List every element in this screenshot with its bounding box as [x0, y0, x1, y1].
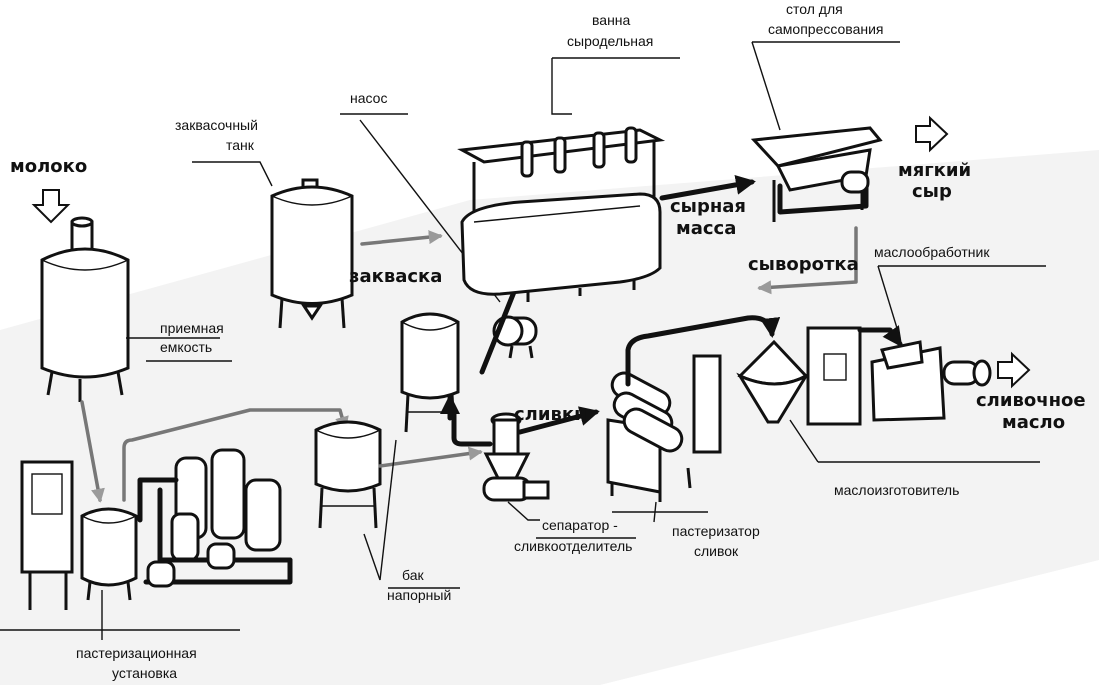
cream-flow-arrow [517, 406, 600, 435]
butter-to-worker-pipe [857, 325, 903, 348]
self-press-table-label: стол для самопрессования [768, 1, 884, 37]
receiving-tank [40, 216, 130, 402]
soft-cheese-label: мягкий сыр [898, 160, 977, 202]
starter-tank-label: заквасочный танк [175, 117, 262, 153]
starter-flow-arrow [360, 230, 443, 246]
cheese-vat-label: ванна сыродельная [567, 12, 653, 49]
milk-to-head-tank-pipe [122, 408, 349, 502]
cream-pasteurizer [606, 371, 692, 502]
receiving-tank-label: приемная емкость [160, 320, 228, 355]
whey-label: сыворотка [748, 254, 859, 275]
butter-maker [692, 339, 811, 454]
pasteurization-unit [20, 448, 293, 610]
butter-worker [870, 340, 992, 422]
butter-label: сливочное масло [976, 390, 1092, 433]
outline-arrow-right-icon [997, 351, 1031, 389]
separator [482, 412, 550, 502]
outline-arrow-right-icon [915, 115, 949, 153]
head-tank-upper [400, 312, 460, 433]
cheese-mass-arrow [659, 174, 756, 201]
separator-label: сепаратор - сливкоотделитель [514, 517, 632, 554]
head-tank-label: бак напорный [387, 567, 451, 603]
pasteurization-unit-label: пастеризационная установка [76, 645, 201, 681]
cream-pasteurizer-label: пастеризатор сливок [672, 523, 764, 559]
butter-control-cabinet [806, 326, 862, 426]
milk-flow-arrow [80, 400, 105, 503]
cheese-vat [457, 126, 666, 302]
self-press-table [750, 126, 883, 222]
cream-label: сливки [514, 404, 587, 425]
head-tank-to-separator-pipe [378, 446, 483, 468]
pump-label: насос [350, 90, 387, 106]
cream-to-butter-maker-pipe [625, 315, 781, 387]
butter-worker-label: маслообработник [874, 244, 990, 260]
butter-maker-label: маслоизготовитель [834, 482, 959, 498]
starter-tank [270, 178, 354, 329]
outline-arrow-down-icon [31, 189, 71, 224]
cheese-mass-label: сырная масса [670, 196, 752, 239]
milk-label: молоко [10, 156, 87, 177]
starter-label: закваска [349, 266, 442, 287]
whey-flow-arrow [757, 226, 858, 295]
head-tank-lower [314, 420, 382, 529]
